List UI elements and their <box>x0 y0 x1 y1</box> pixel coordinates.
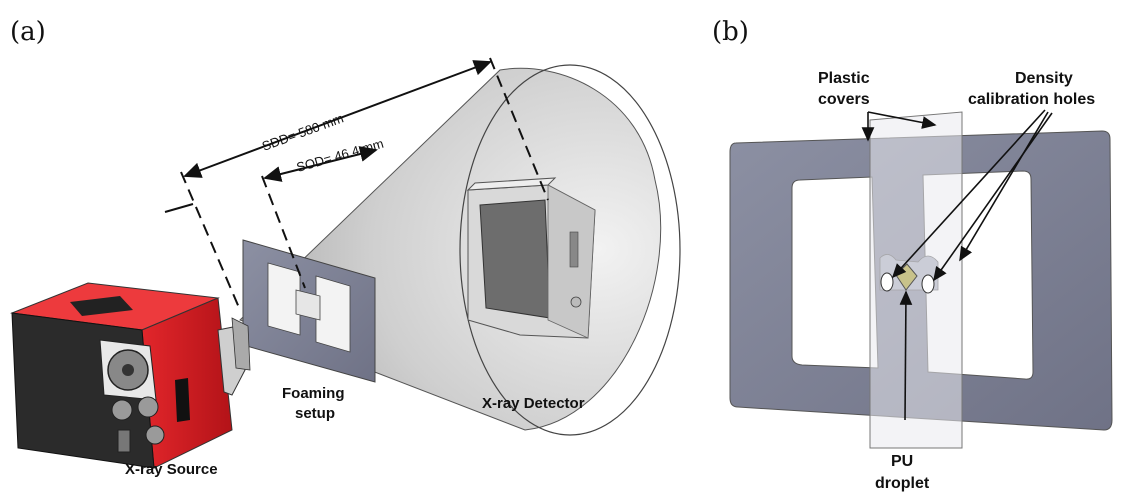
panel-a-tag: (a) <box>10 17 46 47</box>
density-label-line1: Density <box>1015 70 1073 87</box>
sdd-label: SDD= 580 mm <box>260 110 346 153</box>
panel-a: (a) <box>10 17 681 478</box>
x-ray-cone-icon <box>239 64 681 436</box>
foaming-frame-icon <box>242 239 376 383</box>
leader-arrows <box>861 109 1053 421</box>
plastic-cover-icon <box>869 111 963 449</box>
x-ray-source-icon <box>10 282 251 469</box>
density-label-line2: calibration holes <box>968 91 1095 108</box>
panel-b: (b) Plastic covers <box>712 17 1113 492</box>
plastic-label-line2: covers <box>818 91 870 108</box>
calibration-hole-right <box>921 274 935 294</box>
setup-label-line2: setup <box>295 405 335 422</box>
plastic-label-line1: Plastic <box>818 70 870 87</box>
pu-label-line2: droplet <box>875 475 930 492</box>
calibration-hole-left <box>880 272 894 292</box>
pu-label-line1: PU <box>891 453 913 470</box>
source-label: X-ray Source <box>125 461 218 478</box>
detector-icon <box>466 177 596 339</box>
setup-label-line1: Foaming <box>282 385 345 402</box>
detector-label: X-ray Detector <box>482 395 585 412</box>
sod-label: SOD= 46.4 mm <box>295 136 386 175</box>
panel-b-tag: (b) <box>712 17 749 47</box>
